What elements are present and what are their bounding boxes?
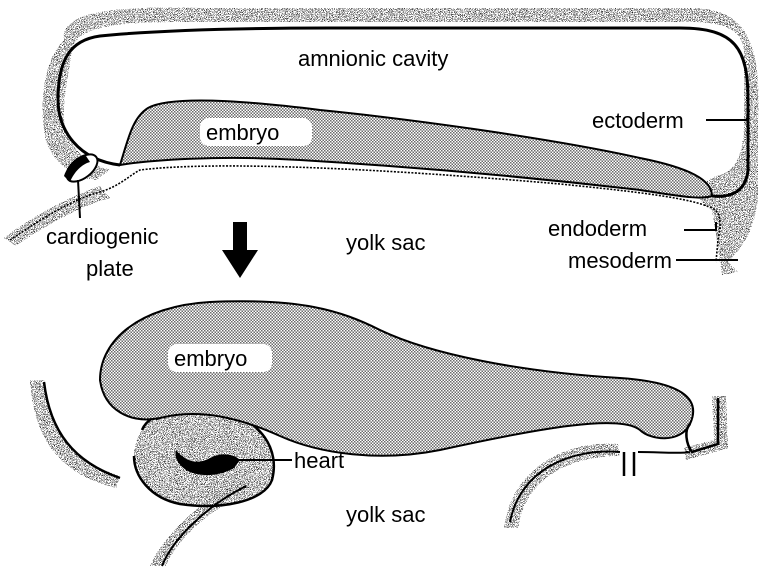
stage1-yolk-sac-label: yolk sac [346,230,425,255]
down-arrow-icon [222,222,258,278]
stage2-stalk [624,452,634,476]
stage2-embryo-label: embryo [174,346,247,371]
stage1-embryo-label: embryo [206,120,279,145]
cardiogenic-pointer [78,180,80,218]
endoderm-pointer [684,222,716,230]
stage2-folded-embryo: embryo heart yolk sac [30,301,728,566]
stage2-yolk-sac-right-stipple [504,444,620,528]
plate-label: plate [86,256,134,281]
stage1-early-embryo: amnionic cavity embryo ectoderm endoderm… [4,8,759,281]
stage2-yolk-sac-right2 [638,452,690,453]
cardiogenic-label: cardiogenic [46,224,159,249]
amnionic-cavity-label: amnionic cavity [298,46,448,71]
stage2-yolk-sac-label: yolk sac [346,502,425,527]
ectoderm-label: ectoderm [592,108,684,133]
heart-label: heart [294,448,344,473]
endoderm-label: endoderm [548,216,647,241]
mesoderm-label: mesoderm [568,248,672,273]
